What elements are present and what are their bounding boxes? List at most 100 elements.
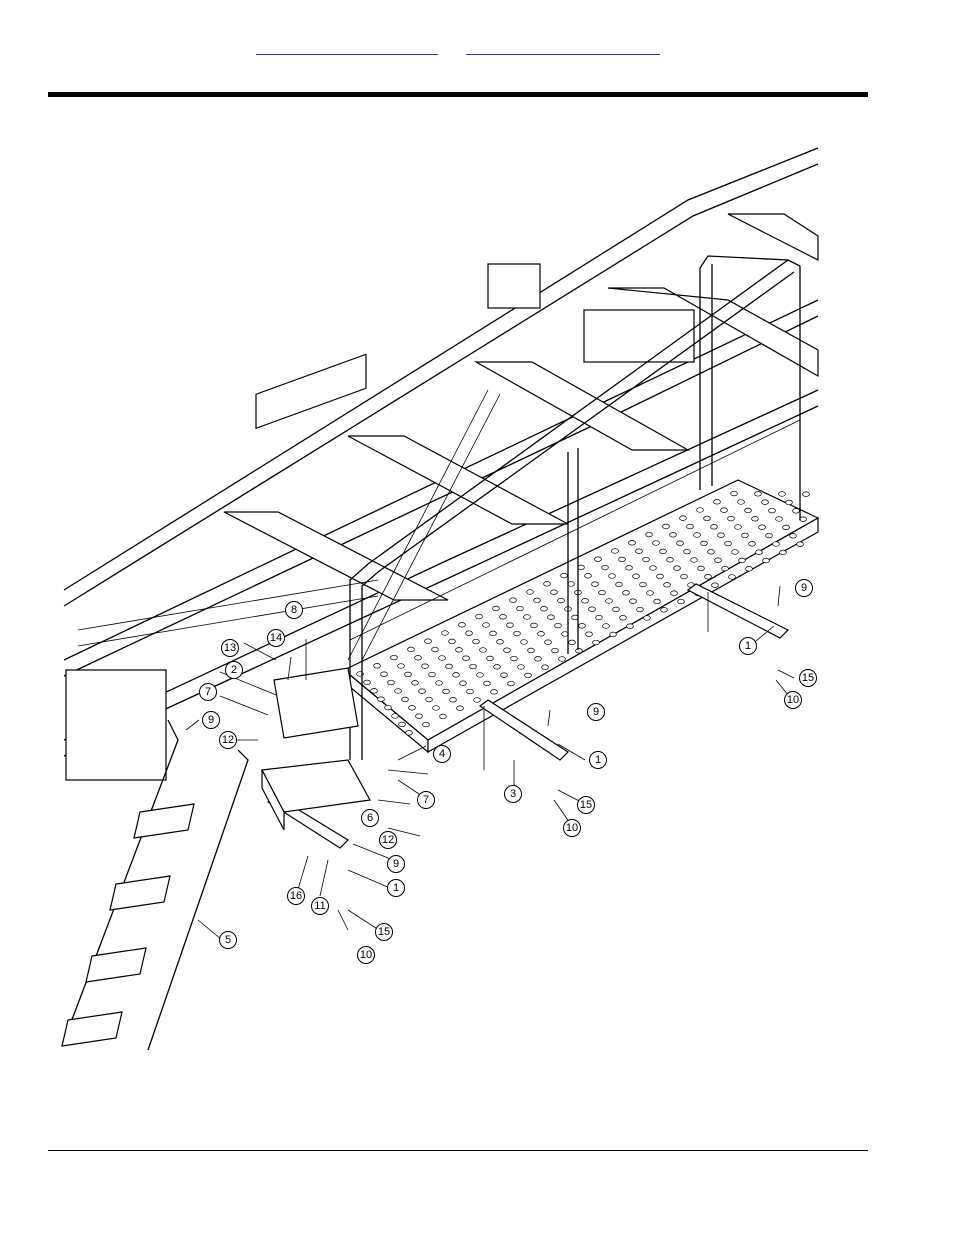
perforation-hole xyxy=(441,630,449,636)
perforation-hole xyxy=(489,630,497,637)
perforation-hole xyxy=(713,499,721,505)
callout-12: 12 xyxy=(219,731,237,749)
svg-text:7: 7 xyxy=(423,794,429,806)
perforation-hole xyxy=(679,515,687,521)
perforation-hole xyxy=(680,573,688,580)
perforation-hole xyxy=(789,533,797,539)
perforation-hole xyxy=(397,663,405,669)
ladder xyxy=(61,719,249,1051)
perforation-hole xyxy=(629,598,637,604)
callout-6: 6 xyxy=(361,809,379,827)
perforation-hole xyxy=(703,515,711,522)
perforation-hole xyxy=(373,663,381,669)
perforation-hole xyxy=(659,548,667,555)
perforation-hole xyxy=(499,614,507,620)
perforation-hole xyxy=(551,647,559,654)
svg-text:12: 12 xyxy=(382,834,394,846)
perforation-hole xyxy=(496,639,504,645)
perforation-hole xyxy=(744,507,752,514)
perforation-hole xyxy=(411,680,419,686)
svg-text:9: 9 xyxy=(208,714,214,726)
perforation-hole xyxy=(660,607,668,613)
perforation-hole xyxy=(482,622,490,628)
perforation-hole xyxy=(414,655,422,661)
perforation-hole xyxy=(696,507,704,513)
perforation-hole xyxy=(407,646,415,653)
perforation-hole xyxy=(448,638,456,645)
perforation-hole xyxy=(493,664,501,670)
perforation-hole xyxy=(520,639,528,645)
perforation-hole xyxy=(619,615,627,621)
callout-10: 10 xyxy=(784,691,802,709)
perforation-hole xyxy=(748,541,756,547)
perforation-hole xyxy=(782,524,790,531)
perforation-hole xyxy=(670,590,678,596)
handrail xyxy=(349,255,801,760)
perforation-hole xyxy=(387,679,395,686)
perforation-hole xyxy=(458,622,466,628)
svg-text:7: 7 xyxy=(205,686,211,698)
footer-rule xyxy=(48,1150,868,1151)
perforation-hole xyxy=(611,548,619,554)
perforation-hole xyxy=(585,631,593,637)
perforation-hole xyxy=(677,598,685,605)
step-mount-bracket xyxy=(261,667,371,831)
perforation-hole xyxy=(693,532,701,538)
perforation-hole xyxy=(394,688,402,694)
perforation-hole xyxy=(690,557,698,563)
perforation-hole xyxy=(653,598,661,605)
perforation-hole xyxy=(626,623,634,629)
perforation-hole xyxy=(459,680,467,686)
perforation-hole xyxy=(469,663,477,670)
perforation-hole xyxy=(649,565,657,571)
perforation-hole xyxy=(615,581,623,588)
perforation-hole xyxy=(618,556,626,563)
svg-text:9: 9 xyxy=(393,858,399,870)
perforation-hole xyxy=(377,696,385,702)
perforation-hole xyxy=(490,689,498,695)
header-link-2[interactable] xyxy=(466,40,660,55)
perforation-hole xyxy=(581,598,589,604)
perforation-hole xyxy=(643,615,651,621)
callout-9: 9 xyxy=(587,703,605,721)
perforation-hole xyxy=(533,597,541,604)
svg-text:1: 1 xyxy=(595,754,601,766)
perforation-hole xyxy=(602,623,610,629)
perforation-hole xyxy=(408,705,416,711)
svg-text:11: 11 xyxy=(314,900,325,912)
perforation-hole xyxy=(628,540,636,546)
callout-3: 3 xyxy=(504,785,522,803)
perforation-hole xyxy=(714,557,722,563)
perforation-hole xyxy=(741,532,749,539)
perforation-hole xyxy=(391,713,399,719)
perforation-hole xyxy=(642,556,650,563)
perforation-hole xyxy=(424,638,432,644)
perforation-hole xyxy=(526,589,534,595)
perforation-hole xyxy=(524,672,532,679)
perforation-hole xyxy=(676,540,684,546)
perforation-hole xyxy=(445,663,453,670)
perforation-hole xyxy=(517,664,525,670)
perforation-hole xyxy=(707,549,715,555)
perforation-hole xyxy=(730,490,738,497)
perforation-hole xyxy=(431,646,439,653)
perforation-hole xyxy=(775,516,783,522)
perforation-hole xyxy=(625,565,633,571)
perforation-hole xyxy=(575,648,583,654)
perforation-hole xyxy=(479,647,487,653)
perforation-hole xyxy=(452,672,460,678)
perforation-hole xyxy=(721,565,729,572)
main-frame xyxy=(63,147,819,781)
perforation-hole xyxy=(465,630,473,636)
perforation-hole xyxy=(792,508,800,514)
callout-15: 15 xyxy=(375,923,393,941)
callout-13: 13 xyxy=(221,639,239,657)
perforation-hole xyxy=(472,638,480,645)
perforation-hole xyxy=(422,721,430,728)
perforation-hole xyxy=(541,664,549,670)
perforation-hole xyxy=(754,491,762,497)
callout-10: 10 xyxy=(357,946,375,964)
perforation-hole xyxy=(663,582,671,588)
perforation-hole xyxy=(710,524,718,530)
header-link-1[interactable] xyxy=(256,40,438,55)
